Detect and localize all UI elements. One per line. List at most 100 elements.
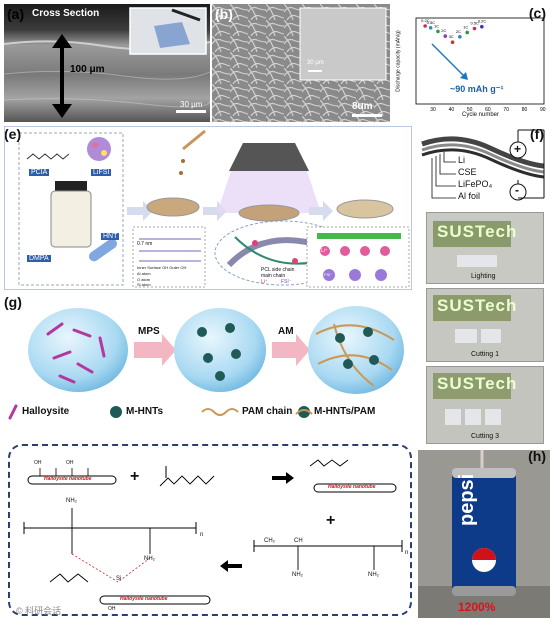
legend-mhnt-swatch xyxy=(110,406,122,418)
watermark: © 科研会话 xyxy=(16,606,62,616)
nanotube-label-2: Halloysite nanotube xyxy=(328,484,376,490)
plus-sign-2: + xyxy=(326,512,336,529)
battery-piece xyxy=(455,329,477,343)
rate-label: 2C xyxy=(456,29,461,34)
legend-o-atom: O atom xyxy=(137,277,151,282)
reagent-box xyxy=(18,132,124,286)
legend-mhnt: M-HNTs xyxy=(126,406,164,417)
chem-label-hnt: HNT xyxy=(101,233,120,240)
caption-cutting-1: Cutting 1 xyxy=(471,351,500,358)
battery-piece xyxy=(481,329,501,343)
photo-cutting-3: SUSTech Cutting 3 xyxy=(426,366,544,444)
rate-label: 0.2C xyxy=(421,18,430,23)
atom-nh2-1: NH₂ xyxy=(66,498,77,504)
annotation-arrow xyxy=(431,43,467,79)
lifsi-cluster xyxy=(87,137,111,161)
bottle-cap xyxy=(55,181,87,191)
reaction-arrow-1 xyxy=(272,472,294,484)
sem-surface-image xyxy=(212,4,390,122)
legend-halloysite: Halloysite xyxy=(22,406,70,417)
data-point xyxy=(436,29,440,34)
atom-si: Si xyxy=(116,576,122,582)
led-text-cutting-3: SUSTech xyxy=(437,374,518,393)
data-point xyxy=(480,24,484,29)
can-brand: pepsi xyxy=(456,473,478,526)
led-panel xyxy=(433,295,511,321)
oh-group-3: OH xyxy=(108,606,116,612)
caption-cutting-3: Cutting 3 xyxy=(471,433,500,440)
rate-label: 0.2C xyxy=(478,19,487,24)
nanotube-2 xyxy=(313,483,397,493)
legend-pcl-side-chain: PCL side chain xyxy=(261,267,295,273)
arrow-label-am: AM xyxy=(278,326,294,337)
sem-cross-section-image xyxy=(4,4,210,122)
layer-zoom-box xyxy=(132,226,206,288)
petri-dish-2 xyxy=(238,204,300,222)
x-tick-label: 70 xyxy=(503,107,509,113)
cross-section-title: Cross Section xyxy=(32,8,100,19)
panel-f-label: (f) xyxy=(530,126,544,142)
panel-b-scalebar-label: 8um xyxy=(352,101,373,112)
can-lift-photo xyxy=(418,450,550,618)
battery-pouch xyxy=(457,255,497,267)
halloysite-sphere xyxy=(28,308,128,392)
panel-b-label: (b) xyxy=(215,6,233,22)
panel-e-preparation-schematic: (e) PCIA LiFSI DMPA HNT 0.7 nm Inner Sur… xyxy=(4,126,412,290)
panel-b-inset-scalebar-label: 30 μm xyxy=(307,60,324,66)
plus-sign-1: + xyxy=(130,468,140,485)
data-point xyxy=(472,26,477,31)
layer-cse-label: CSE xyxy=(458,167,477,177)
legend-pam-chain: PAM chain xyxy=(242,406,293,417)
nanotube-label-3: Halloysite nanotube xyxy=(120,596,168,602)
x-tick-label: 90 xyxy=(540,107,546,113)
arrow-mps xyxy=(134,334,176,366)
rate-label: 3C xyxy=(449,34,454,39)
fsi-ion-marker: FSI⁻ xyxy=(324,272,333,277)
capacity-annotation: ~90 mAh g⁻¹ xyxy=(450,84,504,94)
panel-a-sem-cross-section: (a) Cross Section 100 μm 30 μm xyxy=(4,4,210,122)
atom-ch: CH xyxy=(294,538,303,544)
battery-piece xyxy=(465,409,481,425)
polarity-plus: + xyxy=(514,142,522,156)
arrow-label-mps: MPS xyxy=(138,326,160,337)
data-point xyxy=(458,35,462,39)
y-axis-label: Discharge capacity (mAh/g) xyxy=(395,30,402,92)
layer-spacing-label: 0.7 nm xyxy=(137,241,153,247)
rate-label: 0.5C xyxy=(427,20,436,25)
photo-lighting: SUSTech Lighting xyxy=(426,212,544,284)
li-ion-marker: Li⁺ xyxy=(321,248,328,254)
reaction-arrow-2 xyxy=(220,560,242,572)
battery-piece xyxy=(445,409,461,425)
repeat-n-2: n xyxy=(405,550,409,556)
arrow-am xyxy=(272,334,310,366)
legend-halloysite-swatch xyxy=(8,404,18,420)
pepsi-can xyxy=(452,468,516,596)
data-point xyxy=(443,34,448,38)
legend-main-chain: main chain xyxy=(261,273,286,279)
mhnt-sphere xyxy=(174,308,266,392)
data-point xyxy=(450,40,455,44)
chem-label-pcia: PCIA xyxy=(29,169,50,176)
legend-composite: M-HNTs/PAM xyxy=(314,406,376,417)
layer-lifepo4-label: LiFePO₄ xyxy=(458,179,493,189)
strain-label: 1200% xyxy=(458,600,496,614)
atom-nh2-3: NH₂ xyxy=(292,572,303,578)
hydrogel-synthesis-schematic xyxy=(8,306,404,420)
reaction-scheme: Halloysite nanotube Halloysite nanotube … xyxy=(8,444,412,616)
hnt-rod xyxy=(88,238,118,262)
photo-cutting-1: SUSTech Cutting 1 xyxy=(426,288,544,362)
repeat-n-1: n xyxy=(200,532,204,538)
panel-a-label: (a) xyxy=(7,6,25,22)
rate-label: 2C xyxy=(441,28,446,33)
data-point xyxy=(465,30,469,35)
composite-sphere xyxy=(308,306,404,394)
legend-al-atom: Al atom xyxy=(137,271,151,276)
nanotube-3 xyxy=(99,595,211,605)
panel-e-label: (e) xyxy=(4,126,22,142)
panel-f-flexible-battery: (f) + - Li CSE LiFePO₄ Al foil SUSTech L… xyxy=(416,126,550,446)
panel-c-label: (c) xyxy=(528,5,546,21)
battery-piece xyxy=(485,409,501,425)
thickness-label: 100 μm xyxy=(70,64,105,75)
